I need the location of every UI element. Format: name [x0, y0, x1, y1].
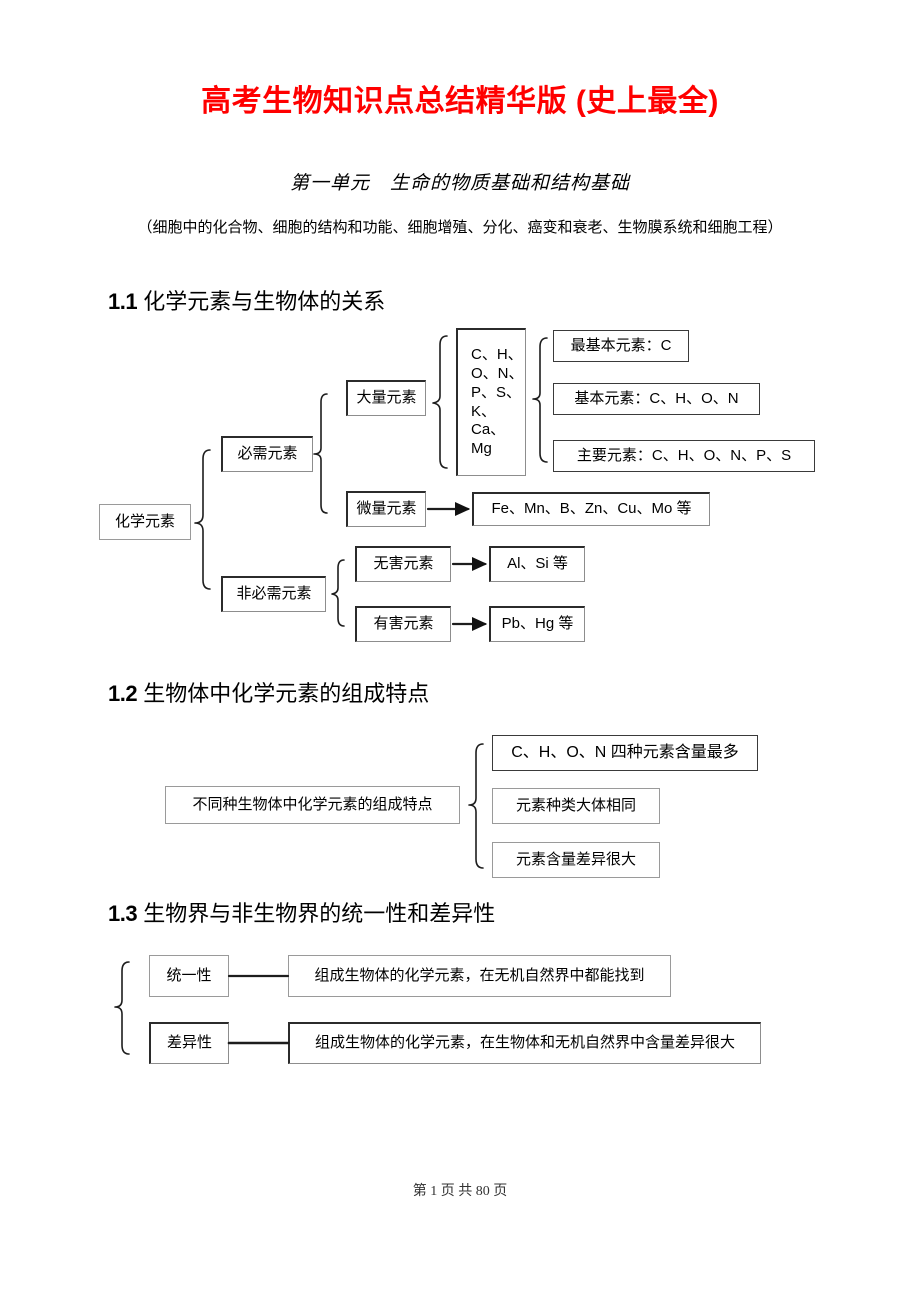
macro-element-line: P、S、 [471, 383, 522, 401]
box-main-elements: 主要元素：C、H、O、N、P、S [553, 440, 815, 472]
document-title: 高考生物知识点总结精华版 (史上最全) [201, 85, 719, 118]
box-composition-features-root: 不同种生物体中化学元素的组成特点 [165, 786, 460, 824]
box-essential-elements: 必需元素 [221, 436, 313, 472]
box-most-basic-element: 最基本元素：C [553, 330, 689, 362]
unit-title: 第一单元 生命的物质基础和结构基础 [289, 173, 630, 194]
section-number-1-2: 1.2 [108, 681, 138, 706]
box-harmless-elements: 无害元素 [355, 546, 451, 582]
unit-subtitle: （细胞中的化合物、细胞的结构和功能、细胞增殖、分化、癌变和衰老、生物膜系统和细胞… [137, 220, 783, 236]
section-heading-1-2: 1.2 生物体中化学元素的组成特点 [108, 676, 429, 708]
section-title-1-3: 生物界与非生物界的统一性和差异性 [143, 901, 496, 926]
box-basic-elements: 基本元素：C、H、O、N [553, 383, 760, 415]
section-number-1-1: 1.1 [108, 289, 138, 314]
box-unity-detail: 组成生物体的化学元素，在无机自然界中都能找到 [288, 955, 671, 997]
box-difference-detail: 组成生物体的化学元素，在生物体和无机自然界中含量差异很大 [288, 1022, 761, 1064]
box-composition-feature-3: 元素含量差异很大 [492, 842, 660, 878]
box-difference-label: 差异性 [149, 1022, 229, 1064]
box-macro-element-list: C、H、 O、N、 P、S、 K、Ca、 Mg [456, 328, 526, 476]
box-harmful-element-list: Pb、Hg 等 [489, 606, 585, 642]
macro-element-line: Mg [471, 440, 492, 457]
section-title-1-1: 化学元素与生物体的关系 [143, 289, 386, 314]
macro-element-line: K、Ca、 [471, 402, 506, 439]
macro-element-line: O、N、 [471, 365, 524, 382]
box-trace-elements: 微量元素 [346, 491, 426, 527]
box-composition-feature-1: C、H、O、N 四种元素含量最多 [492, 735, 758, 771]
box-composition-feature-2: 元素种类大体相同 [492, 788, 660, 824]
box-nonessential-elements: 非必需元素 [221, 576, 326, 612]
page-footer: 第 1 页 共 80 页 [412, 1184, 508, 1199]
box-macro-elements: 大量元素 [346, 380, 426, 416]
section-number-1-3: 1.3 [108, 901, 138, 926]
box-chemical-elements: 化学元素 [99, 504, 191, 540]
box-harmless-element-list: Al、Si 等 [489, 546, 585, 582]
macro-element-line: C、H、 [471, 346, 523, 364]
section-heading-1-3: 1.3 生物界与非生物界的统一性和差异性 [108, 896, 495, 928]
box-harmful-elements: 有害元素 [355, 606, 451, 642]
section-heading-1-1: 1.1 化学元素与生物体的关系 [108, 284, 385, 316]
section-title-1-2: 生物体中化学元素的组成特点 [143, 681, 430, 706]
box-trace-element-list: Fe、Mn、B、Zn、Cu、Mo 等 [472, 492, 710, 526]
box-unity-label: 统一性 [149, 955, 229, 997]
